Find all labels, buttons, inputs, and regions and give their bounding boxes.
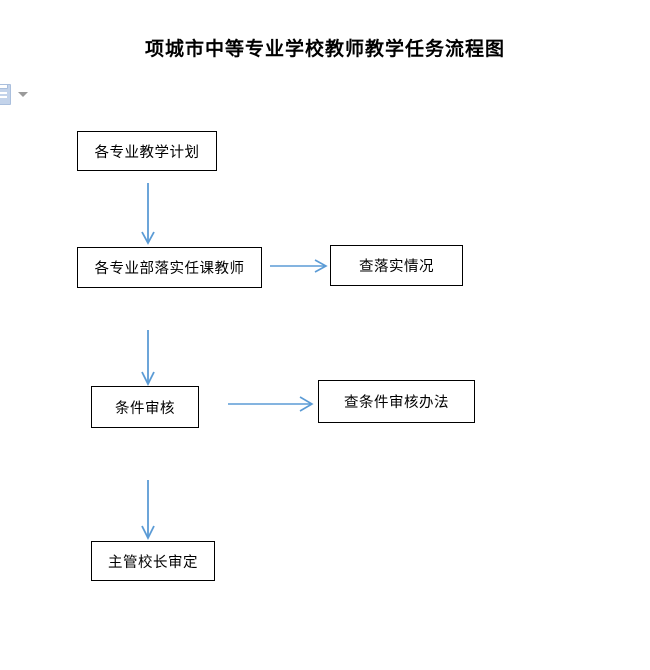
arrow-condition-to-check-method [228, 396, 314, 412]
arrow-assign-to-check-assign [270, 259, 328, 273]
chevron-down-icon[interactable] [18, 92, 28, 97]
flow-node-principal[interactable]: 主管校长审定 [91, 541, 215, 581]
paste-options-smart-tag[interactable] [0, 84, 34, 106]
flow-node-assign[interactable]: 各专业部落实任课教师 [77, 247, 262, 288]
arrow-condition-to-principal [141, 480, 155, 541]
clipboard-paste-icon[interactable] [0, 84, 11, 105]
page-title: 项城市中等专业学校教师教学任务流程图 [144, 39, 505, 60]
arrow-assign-to-condition [141, 330, 155, 387]
flow-node-condition[interactable]: 条件审核 [91, 386, 199, 428]
flow-node-check-assign[interactable]: 查落实情况 [330, 245, 463, 286]
flow-node-plan[interactable]: 各专业教学计划 [77, 131, 217, 171]
arrow-plan-to-assign [141, 183, 155, 245]
flow-node-check-method[interactable]: 查条件审核办法 [318, 380, 475, 423]
